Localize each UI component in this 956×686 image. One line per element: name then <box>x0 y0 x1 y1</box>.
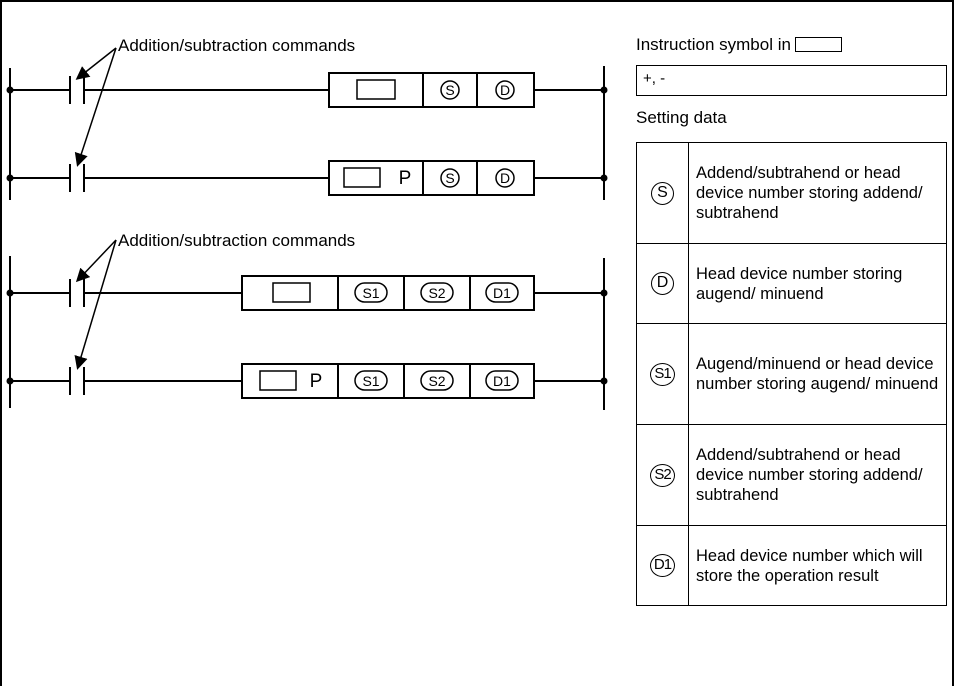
table-row: S2 Addend/subtrahend or head device numb… <box>636 424 947 526</box>
table-row: D1 Head device number which will store t… <box>636 525 947 606</box>
rung-3-operand-d1: D1 <box>493 285 511 301</box>
symbol-slot-1 <box>356 79 396 100</box>
rung-1-operand-d: D <box>500 82 510 98</box>
setting-data-heading: Setting data <box>636 108 727 127</box>
symbol-slot-3 <box>272 282 311 303</box>
rung-2-pulse-label: P <box>399 168 412 189</box>
arrow-2a <box>75 239 117 283</box>
ladder-diagram: S D P S D S1 S2 D1 P S1 S2 D1 <box>6 47 608 410</box>
arrow-1a <box>75 47 117 80</box>
symbol-box-icon <box>794 37 842 52</box>
arrow-1b <box>74 47 117 167</box>
description-cell: Addend/subtrahend or head device number … <box>688 424 947 526</box>
symbol-cell: S2 <box>636 424 689 526</box>
symbol-cell: S1 <box>636 323 689 425</box>
rung-1-operand-s: S <box>445 82 454 98</box>
instruction-block-3 <box>241 275 535 311</box>
operand-s2-symbol: S2 <box>650 463 675 487</box>
table-row: S Addend/subtrahend or head device numbe… <box>636 142 947 244</box>
rung-3-operand-s2: S2 <box>428 285 445 301</box>
command-label-1: Addition/subtraction commands <box>118 36 356 55</box>
description-cell: Head device number storing augend/ minue… <box>688 243 947 324</box>
rung-2-operand-d: D <box>500 170 510 186</box>
instruction-heading-text: Instruction symbol in <box>636 35 791 54</box>
table-row: D Head device number storing augend/ min… <box>636 243 947 324</box>
symbol-cell: S <box>636 142 689 244</box>
operand-d1-symbol: D1 <box>650 554 675 577</box>
symbol-slot-4 <box>259 370 297 391</box>
operand-d-symbol: D <box>651 272 674 295</box>
symbol-slot-2 <box>343 167 381 188</box>
rung-4-operand-s2: S2 <box>428 373 445 389</box>
table-row: S1 Augend/minuend or head device number … <box>636 323 947 425</box>
instruction-block-4 <box>241 363 535 399</box>
description-cell: Addend/subtrahend or head device number … <box>688 142 947 244</box>
rung-4-operand-d1: D1 <box>493 373 511 389</box>
description-cell: Head device number which will store the … <box>688 525 947 606</box>
setting-data-table: S Addend/subtrahend or head device numbe… <box>636 142 947 606</box>
command-label-2: Addition/subtraction commands <box>118 231 356 250</box>
arrow-2b <box>74 239 117 370</box>
rung-3-operand-s1: S1 <box>362 285 379 301</box>
description-cell: Augend/minuend or head device number sto… <box>688 323 947 425</box>
instruction-heading: Instruction symbol in <box>636 35 842 55</box>
rung-4-operand-s1: S1 <box>362 373 379 389</box>
rung-2-operand-s: S <box>445 170 454 186</box>
instruction-symbol-value: +, - <box>636 65 947 96</box>
symbol-cell: D <box>636 243 689 324</box>
symbol-cell: D1 <box>636 525 689 606</box>
rung-4-pulse-label: P <box>310 371 323 392</box>
operand-s1-symbol: S1 <box>650 362 675 386</box>
operand-s-symbol: S <box>651 181 674 205</box>
